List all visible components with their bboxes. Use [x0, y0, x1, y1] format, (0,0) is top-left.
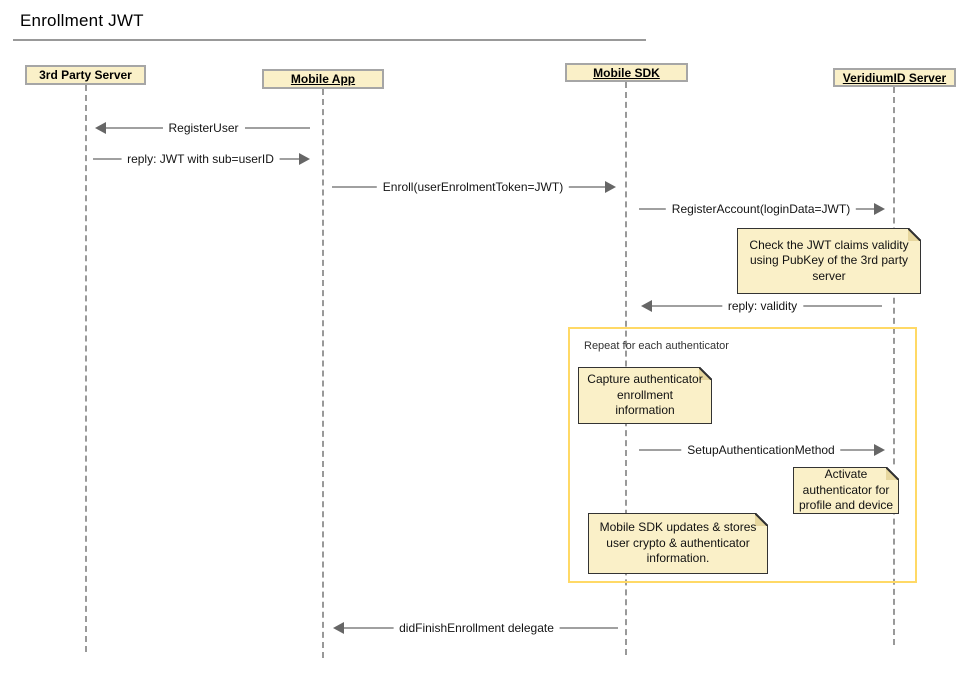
arrowhead-left-icon — [95, 122, 106, 134]
note-text: Mobile SDK updates & stores user crypto … — [599, 520, 757, 566]
message-label: RegisterAccount(loginData=JWT) — [665, 202, 857, 216]
arrowhead-right-icon — [605, 181, 616, 193]
actor-mobile-app: Mobile App — [262, 69, 384, 89]
message-register-account: RegisterAccount(loginData=JWT) — [637, 200, 885, 218]
message-label: reply: validity — [721, 299, 804, 313]
message-did-finish-enrollment: didFinishEnrollment delegate — [333, 619, 620, 637]
loop-label: Repeat for each authenticator — [584, 340, 729, 352]
arrowhead-right-icon — [874, 203, 885, 215]
message-label: didFinishEnrollment delegate — [393, 621, 560, 635]
note-fold-corner-icon — [699, 367, 712, 380]
message-enroll-token: Enroll(userEnrolmentToken=JWT) — [330, 178, 616, 196]
message-reply-jwt-sub-userid: reply: JWT with sub=userID — [91, 150, 310, 168]
actor-label: VeridiumID Server — [842, 70, 947, 85]
diagram-title: Enrollment JWT — [20, 11, 144, 30]
note-capture-authenticator: Capture authenticator enrollment informa… — [578, 367, 712, 424]
note-activate-authenticator: Activate authenticator for profile and d… — [793, 467, 899, 514]
message-label: SetupAuthenticationMethod — [681, 443, 841, 457]
actor-label: 3rd Party Server — [39, 68, 132, 82]
message-reply-validity: reply: validity — [641, 297, 884, 315]
note-fold-corner-icon — [755, 513, 768, 526]
actor-label: Mobile App — [290, 72, 356, 86]
note-text: Capture authenticator enrollment informa… — [587, 372, 703, 418]
loop-frame-repeat-authenticator: Repeat for each authenticator — [568, 327, 917, 583]
arrowhead-left-icon — [333, 622, 344, 634]
note-fold-corner-icon — [908, 228, 921, 241]
note-fold-corner-icon — [886, 467, 899, 480]
arrowhead-right-icon — [874, 444, 885, 456]
title-underline — [13, 39, 646, 41]
note-mobile-sdk-updates: Mobile SDK updates & stores user crypto … — [588, 513, 768, 574]
message-register-user: RegisterUser — [95, 119, 312, 137]
arrowhead-left-icon — [641, 300, 652, 312]
actor-veridiumid-server: VeridiumID Server — [833, 68, 956, 87]
lifeline-veridiumid-server — [893, 87, 895, 645]
actor-mobile-sdk: Mobile SDK — [565, 63, 688, 82]
note-text: Activate authenticator for profile and d… — [798, 467, 894, 513]
note-check-jwt-claims: Check the JWT claims validity using PubK… — [737, 228, 921, 294]
arrowhead-right-icon — [299, 153, 310, 165]
message-label: reply: JWT with sub=userID — [121, 152, 280, 166]
actor-3rd-party-server: 3rd Party Server — [25, 65, 146, 85]
lifeline-3rd-party-server — [85, 85, 87, 652]
message-setup-authentication-method: SetupAuthenticationMethod — [637, 441, 885, 459]
lifeline-mobile-app — [322, 89, 324, 658]
actor-label: Mobile SDK — [593, 65, 660, 80]
note-text: Check the JWT claims validity using PubK… — [749, 237, 909, 283]
message-label: Enroll(userEnrolmentToken=JWT) — [376, 180, 570, 194]
message-label: RegisterUser — [162, 121, 245, 135]
